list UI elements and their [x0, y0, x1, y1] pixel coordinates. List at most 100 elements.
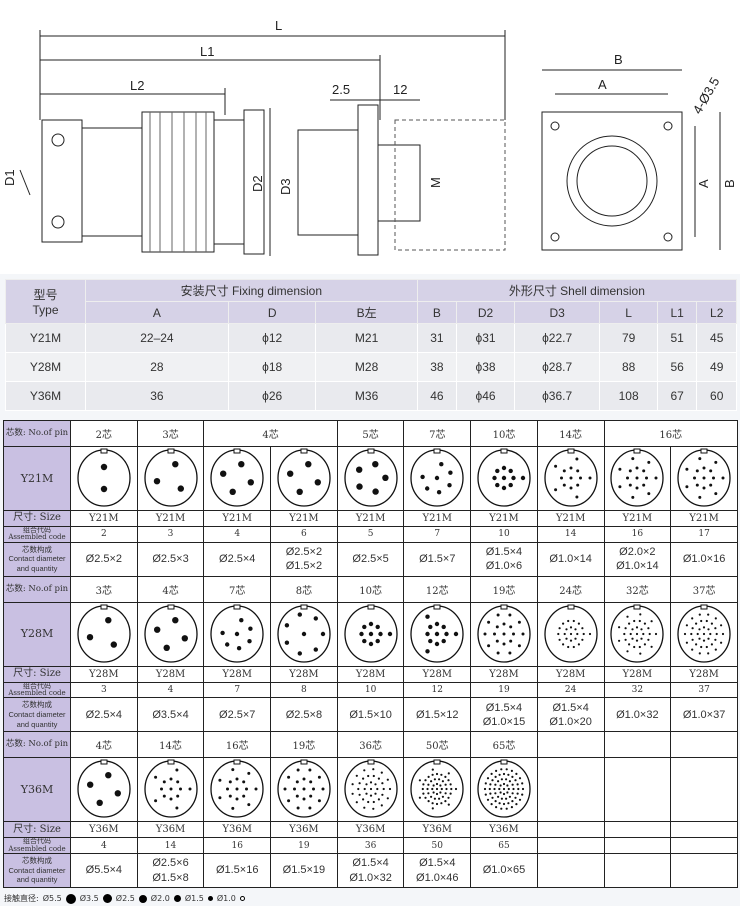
legend-item-label: Ø1.0: [216, 894, 236, 903]
contact-spec: Ø1.5×12: [416, 708, 459, 721]
pin-layout-cell: [336, 757, 405, 823]
pin-count-cell: 14芯: [136, 731, 205, 759]
table-cell: ϕ31: [456, 323, 515, 353]
pin-layout-cell: [470, 757, 538, 823]
size-cell: Y36M: [470, 821, 538, 839]
table-cell: ϕ36.7: [513, 381, 601, 411]
pin-count-cell: 14芯: [536, 420, 605, 447]
contact-spec: Ø3.5×4: [152, 708, 189, 721]
contact-cell: Ø1.5×19: [270, 853, 338, 889]
contact-size-icon: [138, 894, 147, 903]
connector-pin-layout-icon: [477, 759, 531, 819]
size-cell: Y36M: [136, 821, 205, 839]
assembled-code-cell: 19: [470, 681, 538, 699]
contact-spec: Ø1.0×20: [549, 715, 592, 728]
size-cell: [603, 821, 672, 839]
contact-spec: Ø1.0×32: [349, 871, 392, 884]
table-cell: M36: [315, 381, 418, 411]
size-label: 尺寸: Size: [3, 510, 71, 527]
contact-cell: [670, 853, 738, 889]
pin-count-cell: 5芯: [336, 420, 405, 447]
pin-layout-cell: [336, 601, 405, 667]
size-cell: Y28M: [70, 665, 138, 683]
assembled-code-cell: 16: [603, 526, 672, 543]
table-cell: ϕ46: [456, 381, 515, 411]
contact-spec: Ø2.5×3: [152, 553, 189, 566]
contact-cell: Ø1.0×16: [670, 541, 738, 577]
type-cell: Y36M: [5, 381, 86, 411]
contact-spec: Ø2.5×5: [352, 553, 389, 566]
pin-count-cell: 12芯: [403, 575, 472, 603]
legend-item-label: Ø2.0: [150, 894, 170, 903]
size-cell: Y28M: [336, 665, 405, 683]
pin-count-cell: 19芯: [270, 731, 338, 759]
pin-count-cell: 24芯: [536, 575, 605, 603]
pin-count-cell: 65芯: [470, 731, 538, 759]
contact-spec: Ø1.0×6: [485, 560, 523, 573]
type-cell: Y21M: [5, 323, 86, 353]
table-cell: 88: [599, 352, 658, 382]
contact-cell: Ø3.5×4: [136, 697, 205, 733]
model-label: Y36M: [3, 757, 71, 823]
dim-B: B: [614, 52, 623, 67]
contact-spec: Ø1.5×4: [485, 545, 523, 558]
contact-cell: Ø1.5×16: [203, 853, 272, 889]
label-line: and quantity: [16, 875, 58, 885]
assembled-code-cell: 19: [270, 837, 338, 855]
contact-cell: Ø2.5×8: [270, 697, 338, 733]
pin-layout-cell: [603, 446, 672, 511]
label-line: 芯数构成: [22, 700, 52, 710]
assembled-code-cell: 65: [470, 837, 538, 855]
size-cell: Y21M: [536, 510, 605, 527]
contact-spec: Ø1.5×4: [419, 857, 456, 870]
pin-layout-cell: [136, 601, 205, 667]
table-cell: ϕ28.7: [513, 352, 601, 382]
assembled-code-cell: 8: [270, 681, 338, 699]
contact-spec: Ø5.5×4: [85, 864, 123, 877]
table-cell: 45: [696, 323, 737, 353]
table-cell: 46: [416, 381, 458, 411]
connector-pin-layout-icon: [77, 448, 131, 507]
pin-count-label: 芯数: No.of pin: [3, 731, 71, 759]
pin-layout-cell: [270, 446, 338, 511]
contact-spec: Ø1.5×4: [552, 701, 589, 714]
contact-spec: Ø1.5×7: [419, 553, 456, 566]
column-header: L: [599, 301, 658, 324]
size-cell: Y28M: [470, 665, 538, 683]
contact-cell: Ø1.0×14: [536, 541, 605, 577]
assembled-code-cell: 16: [203, 837, 272, 855]
assembled-code-cell: 12: [403, 681, 472, 699]
assembled-code-cell: 3: [70, 681, 138, 699]
assembled-code-cell: 6: [270, 526, 338, 543]
pin-count-cell: 10芯: [470, 420, 538, 447]
label-cn: 组合代码: [23, 526, 51, 534]
table-cell: 38: [416, 352, 458, 382]
label-line: 芯数构成: [22, 855, 52, 865]
column-header: L2: [696, 301, 737, 324]
contact-spec: Ø2.5×4: [85, 708, 123, 721]
contact-cell: Ø1.0×37: [670, 697, 738, 733]
assembled-code-cell: [670, 837, 738, 855]
table-cell: ϕ12: [227, 323, 317, 353]
table-cell: 79: [599, 323, 658, 353]
label-line: and quantity: [16, 564, 58, 574]
pin-layout-cell: [336, 446, 405, 511]
pin-count-cell: 10芯: [336, 575, 405, 603]
pin-layout-row: Y36M: [3, 757, 738, 823]
connector-pin-layout-icon: [277, 448, 331, 507]
assembled-code-cell: 5: [336, 526, 405, 543]
size-cell: Y36M: [203, 821, 272, 839]
contact-size-icon: [207, 896, 213, 901]
contact-spec: Ø2.5×2: [85, 553, 123, 566]
dim-L1: L1: [200, 44, 214, 59]
contact-spec: Ø2.5×2: [285, 545, 323, 558]
